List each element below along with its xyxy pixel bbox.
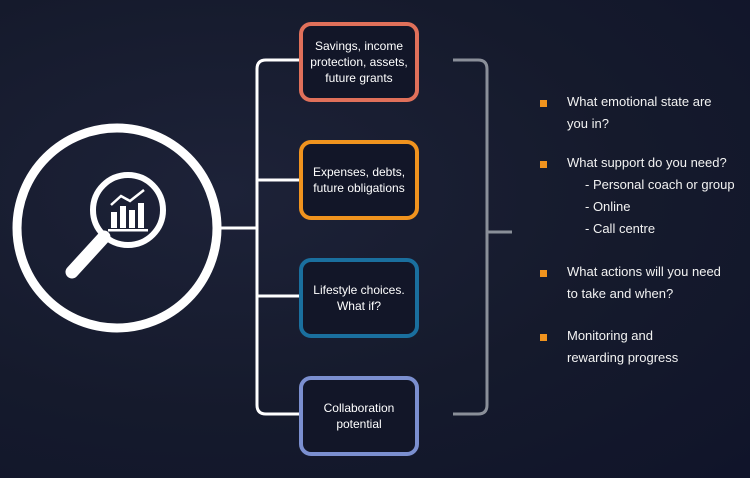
question-text: What emotional state are you in?: [567, 94, 712, 131]
support-option: - Personal coach or group: [585, 177, 735, 192]
question-item-emotional-state: What emotional state are you in?: [540, 94, 750, 135]
question-text: What actions will you need to take and w…: [567, 264, 721, 301]
category-box-savings: Savings, income protection, assets, futu…: [299, 22, 419, 102]
bracket: [453, 58, 512, 416]
magnifier-chart-icon: [12, 123, 222, 333]
support-option: - Call centre: [585, 221, 656, 236]
question-item-monitoring: Monitoring and rewarding progress: [540, 328, 750, 369]
bullet-marker: [540, 334, 547, 341]
bullet-marker: [540, 270, 547, 277]
category-box-label: Lifestyle choices. What if?: [313, 283, 405, 313]
category-box-expenses: Expenses, debts, future obligations: [299, 140, 419, 220]
connector-lines: [217, 58, 299, 416]
question-text: Monitoring and rewarding progress: [567, 328, 679, 365]
category-box-label: Savings, income protection, assets, futu…: [310, 39, 408, 85]
category-box-collaboration: Collaboration potential: [299, 376, 419, 456]
question-item-support: What support do you need?: [540, 155, 750, 174]
question-item-actions: What actions will you need to take and w…: [540, 264, 750, 305]
question-text: What support do you need?: [567, 155, 727, 170]
category-box-lifestyle: Lifestyle choices. What if?: [299, 258, 419, 338]
bullet-marker: [540, 161, 547, 168]
category-box-label: Collaboration potential: [323, 401, 395, 431]
support-option: - Online: [585, 199, 631, 214]
category-box-label: Expenses, debts, future obligations: [312, 165, 406, 195]
bullet-marker: [540, 100, 547, 107]
